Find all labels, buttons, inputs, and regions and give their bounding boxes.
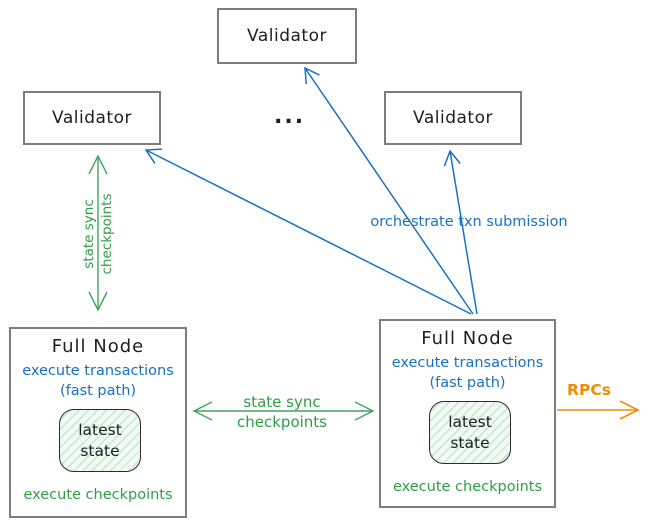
full-node-right-exec-line1: execute transactions [391, 355, 544, 371]
latest-state-box-right: latest state [429, 401, 511, 464]
validator-box-left: Validator [23, 91, 161, 145]
latest-state-left-line2: state [80, 441, 120, 460]
full-node-left-execute-checkpoints: execute checkpoints [23, 487, 173, 503]
validator-top-label: Validator [247, 26, 327, 46]
middle-state-sync-line1: state sync [243, 393, 321, 411]
full-node-left-execute-transactions: execute transactions (fast path) [11, 362, 185, 401]
full-node-right-title: Full Node [421, 328, 514, 349]
full-node-left-exec-line2: (fast path) [59, 382, 137, 399]
orchestrate-label: orchestrate txn submission [370, 214, 568, 230]
left-state-sync-label-line2: checkpoints [99, 193, 115, 275]
latest-state-right-line1: latest [448, 413, 492, 432]
edge-orchestrate-to-right-validator [443, 149, 478, 315]
full-node-left-exec-line1: execute transactions [22, 363, 174, 379]
edge-orchestrate-to-left-validator [144, 148, 472, 315]
full-node-left-title: Full Node [51, 336, 145, 357]
full-node-right-execute-transactions: execute transactions (fast path) [381, 354, 554, 393]
full-node-box-right: Full Node execute transactions (fast pat… [379, 319, 556, 508]
middle-state-sync-label: state sync checkpoints [222, 392, 342, 433]
validator-right-label: Validator [413, 108, 493, 128]
middle-state-sync-line2: checkpoints [237, 413, 327, 432]
validator-box-top: Validator [217, 8, 357, 64]
full-node-right-execute-checkpoints: execute checkpoints [392, 479, 543, 495]
validator-box-right: Validator [384, 91, 522, 145]
left-state-sync-label-line1: state sync [81, 199, 97, 269]
latest-state-left-line1: latest [78, 421, 122, 440]
validators-ellipsis: ... [274, 104, 306, 129]
rpcs-label: RPCs [567, 381, 611, 399]
full-node-box-left: Full Node execute transactions (fast pat… [9, 327, 187, 518]
validator-left-label: Validator [52, 108, 132, 128]
latest-state-box-left: latest state [59, 409, 141, 472]
full-node-right-exec-line2: (fast path) [429, 374, 506, 391]
latest-state-right-line2: state [450, 433, 490, 452]
